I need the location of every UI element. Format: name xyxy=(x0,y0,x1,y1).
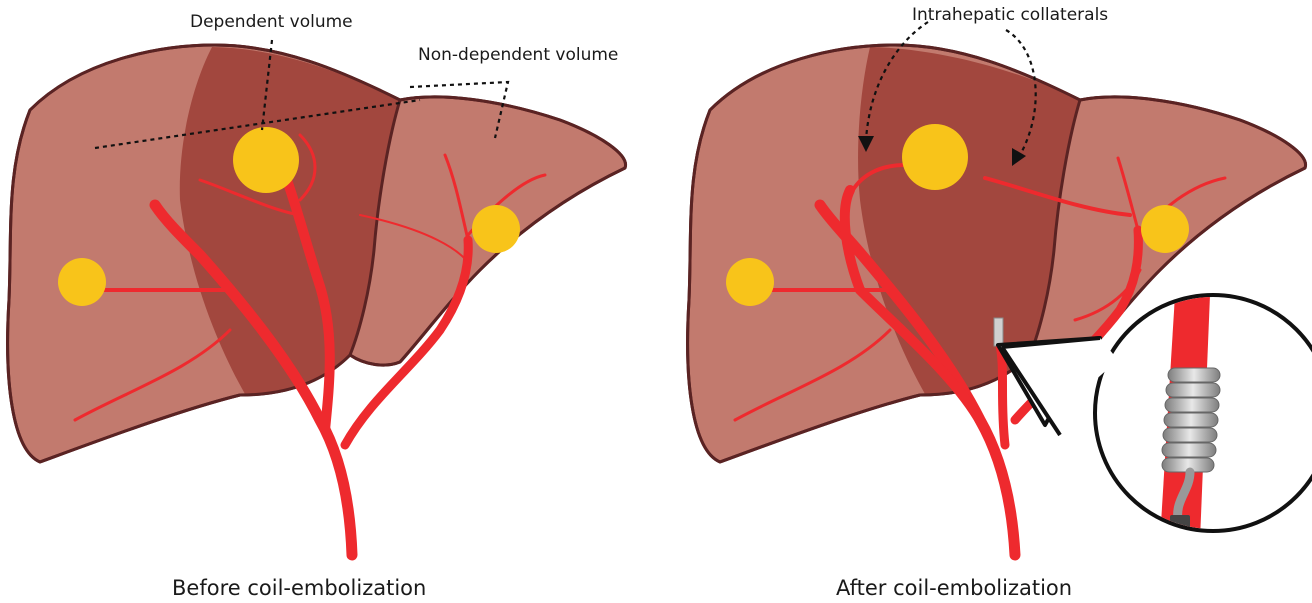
caption-before: Before coil-embolization xyxy=(172,576,426,600)
tumor-after-1 xyxy=(902,124,968,190)
liver-before xyxy=(8,40,626,555)
tumor-before-2 xyxy=(58,258,106,306)
label-intrahepatic-collaterals: Intrahepatic collaterals xyxy=(912,5,1108,25)
coil-in-vessel xyxy=(994,318,1003,346)
label-dependent-volume: Dependent volume xyxy=(190,12,353,32)
tumor-before-3 xyxy=(472,205,520,253)
tumor-after-2 xyxy=(726,258,774,306)
liver-after xyxy=(688,22,1312,555)
caption-after: After coil-embolization xyxy=(836,576,1072,600)
tumor-before-1 xyxy=(233,127,299,193)
label-non-dependent-volume: Non-dependent volume xyxy=(418,45,618,65)
tumor-after-3 xyxy=(1141,205,1189,253)
